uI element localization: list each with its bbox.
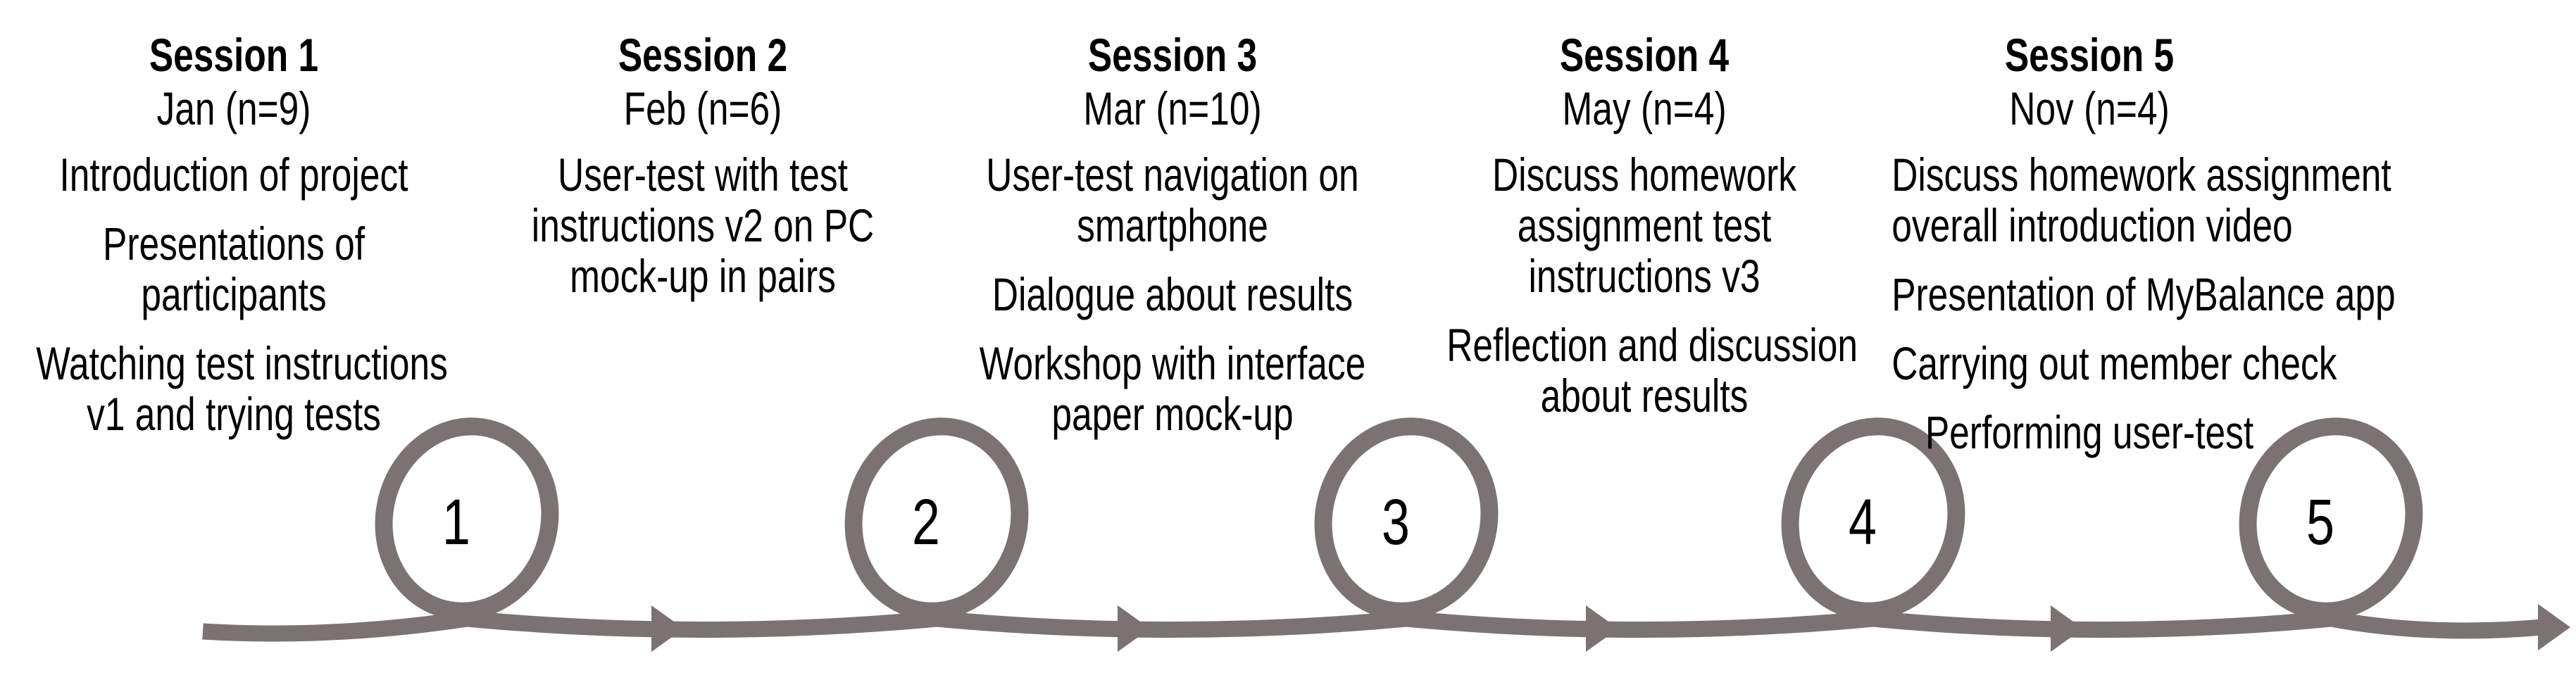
activity-line: Workshop with interface [979, 337, 1366, 389]
loop-number: 4 [1849, 486, 1877, 558]
session-subtitle: May (n=4) [1562, 82, 1727, 134]
session-subtitle: Jan (n=9) [156, 82, 311, 134]
loop-number: 5 [2306, 486, 2334, 558]
activity-line: Reflection and discussion [1446, 319, 1858, 371]
activity-line: mock-up in pairs [570, 250, 836, 302]
session-subtitle: Mar (n=10) [1083, 82, 1262, 134]
activity-line: assignment test [1517, 199, 1772, 251]
session-subtitle: Nov (n=4) [2009, 82, 2170, 134]
activity-line: smartphone [1077, 199, 1268, 251]
activity-line: paper mock-up [1051, 388, 1294, 440]
arrowhead-icon [2051, 605, 2083, 652]
activity-line: Introduction of project [59, 149, 408, 201]
activity-item: Dialogue about results [919, 269, 1426, 320]
arrowhead-icon [1586, 605, 1618, 652]
loop-number: 3 [1382, 486, 1410, 558]
loop-ellipse [1781, 417, 1965, 620]
session-title: Session 4 [1559, 29, 1730, 81]
activity-line: Discuss homework [1492, 149, 1796, 201]
activity-item: Presentation of MyBalance app [1836, 268, 2396, 320]
arrowhead-icon [1118, 605, 1150, 652]
activity-item: Introduction of project [0, 149, 487, 200]
activity-line: v1 and trying tests [87, 388, 381, 440]
loop-ellipse [375, 417, 559, 620]
loop-number: 2 [912, 486, 940, 558]
session-title: Session 3 [1087, 29, 1258, 81]
activity-line: participants [141, 268, 327, 320]
activity-line: Discuss homework assignment [1892, 149, 2391, 201]
loop-ellipse [844, 417, 1029, 620]
activity-item: Performing user-test [1836, 407, 2343, 458]
session-subtitle: Feb (n=6) [623, 82, 782, 134]
activity-line: Carrying out member check [1892, 337, 2337, 389]
activity-line: instructions v2 on PC [531, 199, 875, 251]
activity-line: Watching test instructions [36, 337, 448, 389]
activity-line: Presentations of [102, 218, 365, 270]
activity-line: Performing user-test [1925, 406, 2254, 458]
activity-item: Carrying out member check [1836, 338, 2343, 389]
arrowhead-icon [651, 605, 684, 652]
activity-line: User-test navigation on [986, 149, 1359, 201]
activity-line: User-test with test [558, 149, 848, 201]
loop-ellipse [2239, 417, 2423, 620]
session-title: Session 2 [618, 29, 788, 81]
session-column: Session 3 Mar (n=10) User-test navigatio… [919, 28, 1426, 439]
activity-line: Presentation of MyBalance app [1892, 268, 2396, 320]
loop-number: 1 [442, 486, 470, 558]
activity-line: Dialogue about results [992, 268, 1353, 320]
loop-ellipse [1314, 417, 1499, 620]
activity-line: instructions v3 [1528, 250, 1761, 302]
session-title: Session 5 [2004, 29, 2175, 81]
session-title: Session 1 [149, 29, 319, 81]
session-column: Session 1 Jan (n=9) Introduction of proj… [0, 28, 487, 439]
session-column: Session 5 Nov (n=4) Discuss homework ass… [1836, 28, 2396, 458]
activity-line: about results [1540, 370, 1749, 422]
activity-line: overall introduction video [1892, 199, 2293, 251]
arrowhead-icon [2538, 604, 2570, 650]
